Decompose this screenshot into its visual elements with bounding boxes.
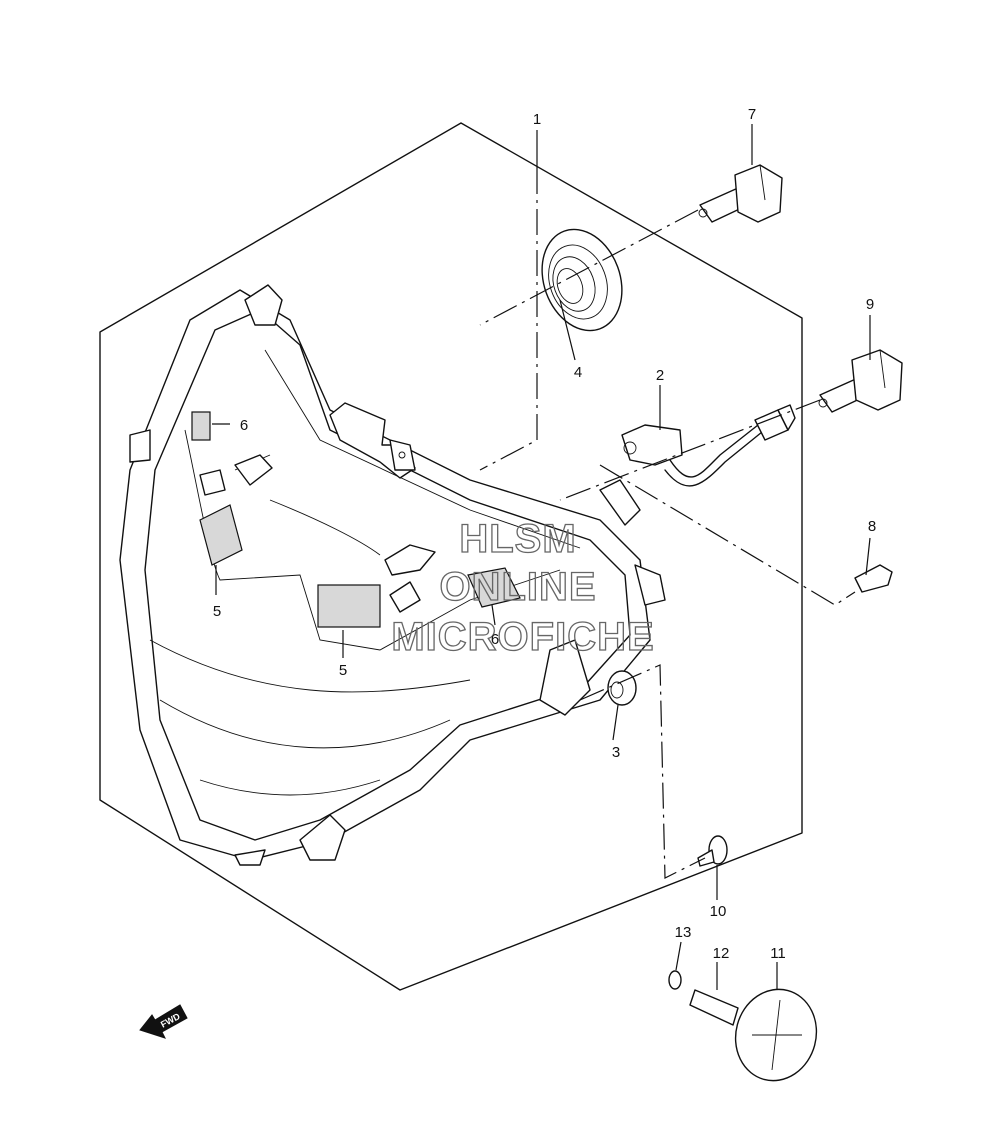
callout-7: 7 [748,106,756,123]
callout-8: 8 [868,518,876,535]
headlamp-housing [119,284,666,866]
callout-5a: 5 [213,603,221,620]
bulb-part-9 [818,349,903,413]
bulb-part-7 [698,164,783,223]
rubber-cap-part [541,228,623,332]
pin-part [689,989,739,1026]
callout-2: 2 [656,367,664,384]
assembly-boundary [99,122,803,991]
callout-4: 4 [574,364,582,381]
label-sticker-5a [199,504,243,566]
callout-9: 9 [866,296,874,313]
callout-1: 1 [533,111,541,128]
callout-6a: 6 [240,417,248,434]
callout-12: 12 [713,945,730,962]
callout-5b: 5 [339,662,347,679]
watermark-line2: ONLINE [439,565,596,609]
callout-10: 10 [710,903,727,920]
wedge-bulb-part [854,564,893,593]
callout-13: 13 [675,924,692,941]
leader-lines [212,124,871,990]
watermark-line3: MICROFICHE [391,615,654,659]
washer-part [668,970,682,990]
callout-3: 3 [612,744,620,761]
label-sticker-6a [191,411,211,441]
callout-11: 11 [770,945,786,962]
callout-6b: 6 [491,631,499,648]
socket-wire-part [621,404,796,487]
grommet-part [607,670,637,706]
label-sticker-5b [317,584,381,628]
cover-cap-part [734,988,818,1082]
screw-part [697,835,728,867]
fwd-arrow-icon: FWD [139,1004,188,1039]
watermark: HLSM ONLINE MICROFICHE [391,516,655,659]
watermark-line1: HLSM [459,517,576,561]
label-sticker-6b [467,567,521,608]
